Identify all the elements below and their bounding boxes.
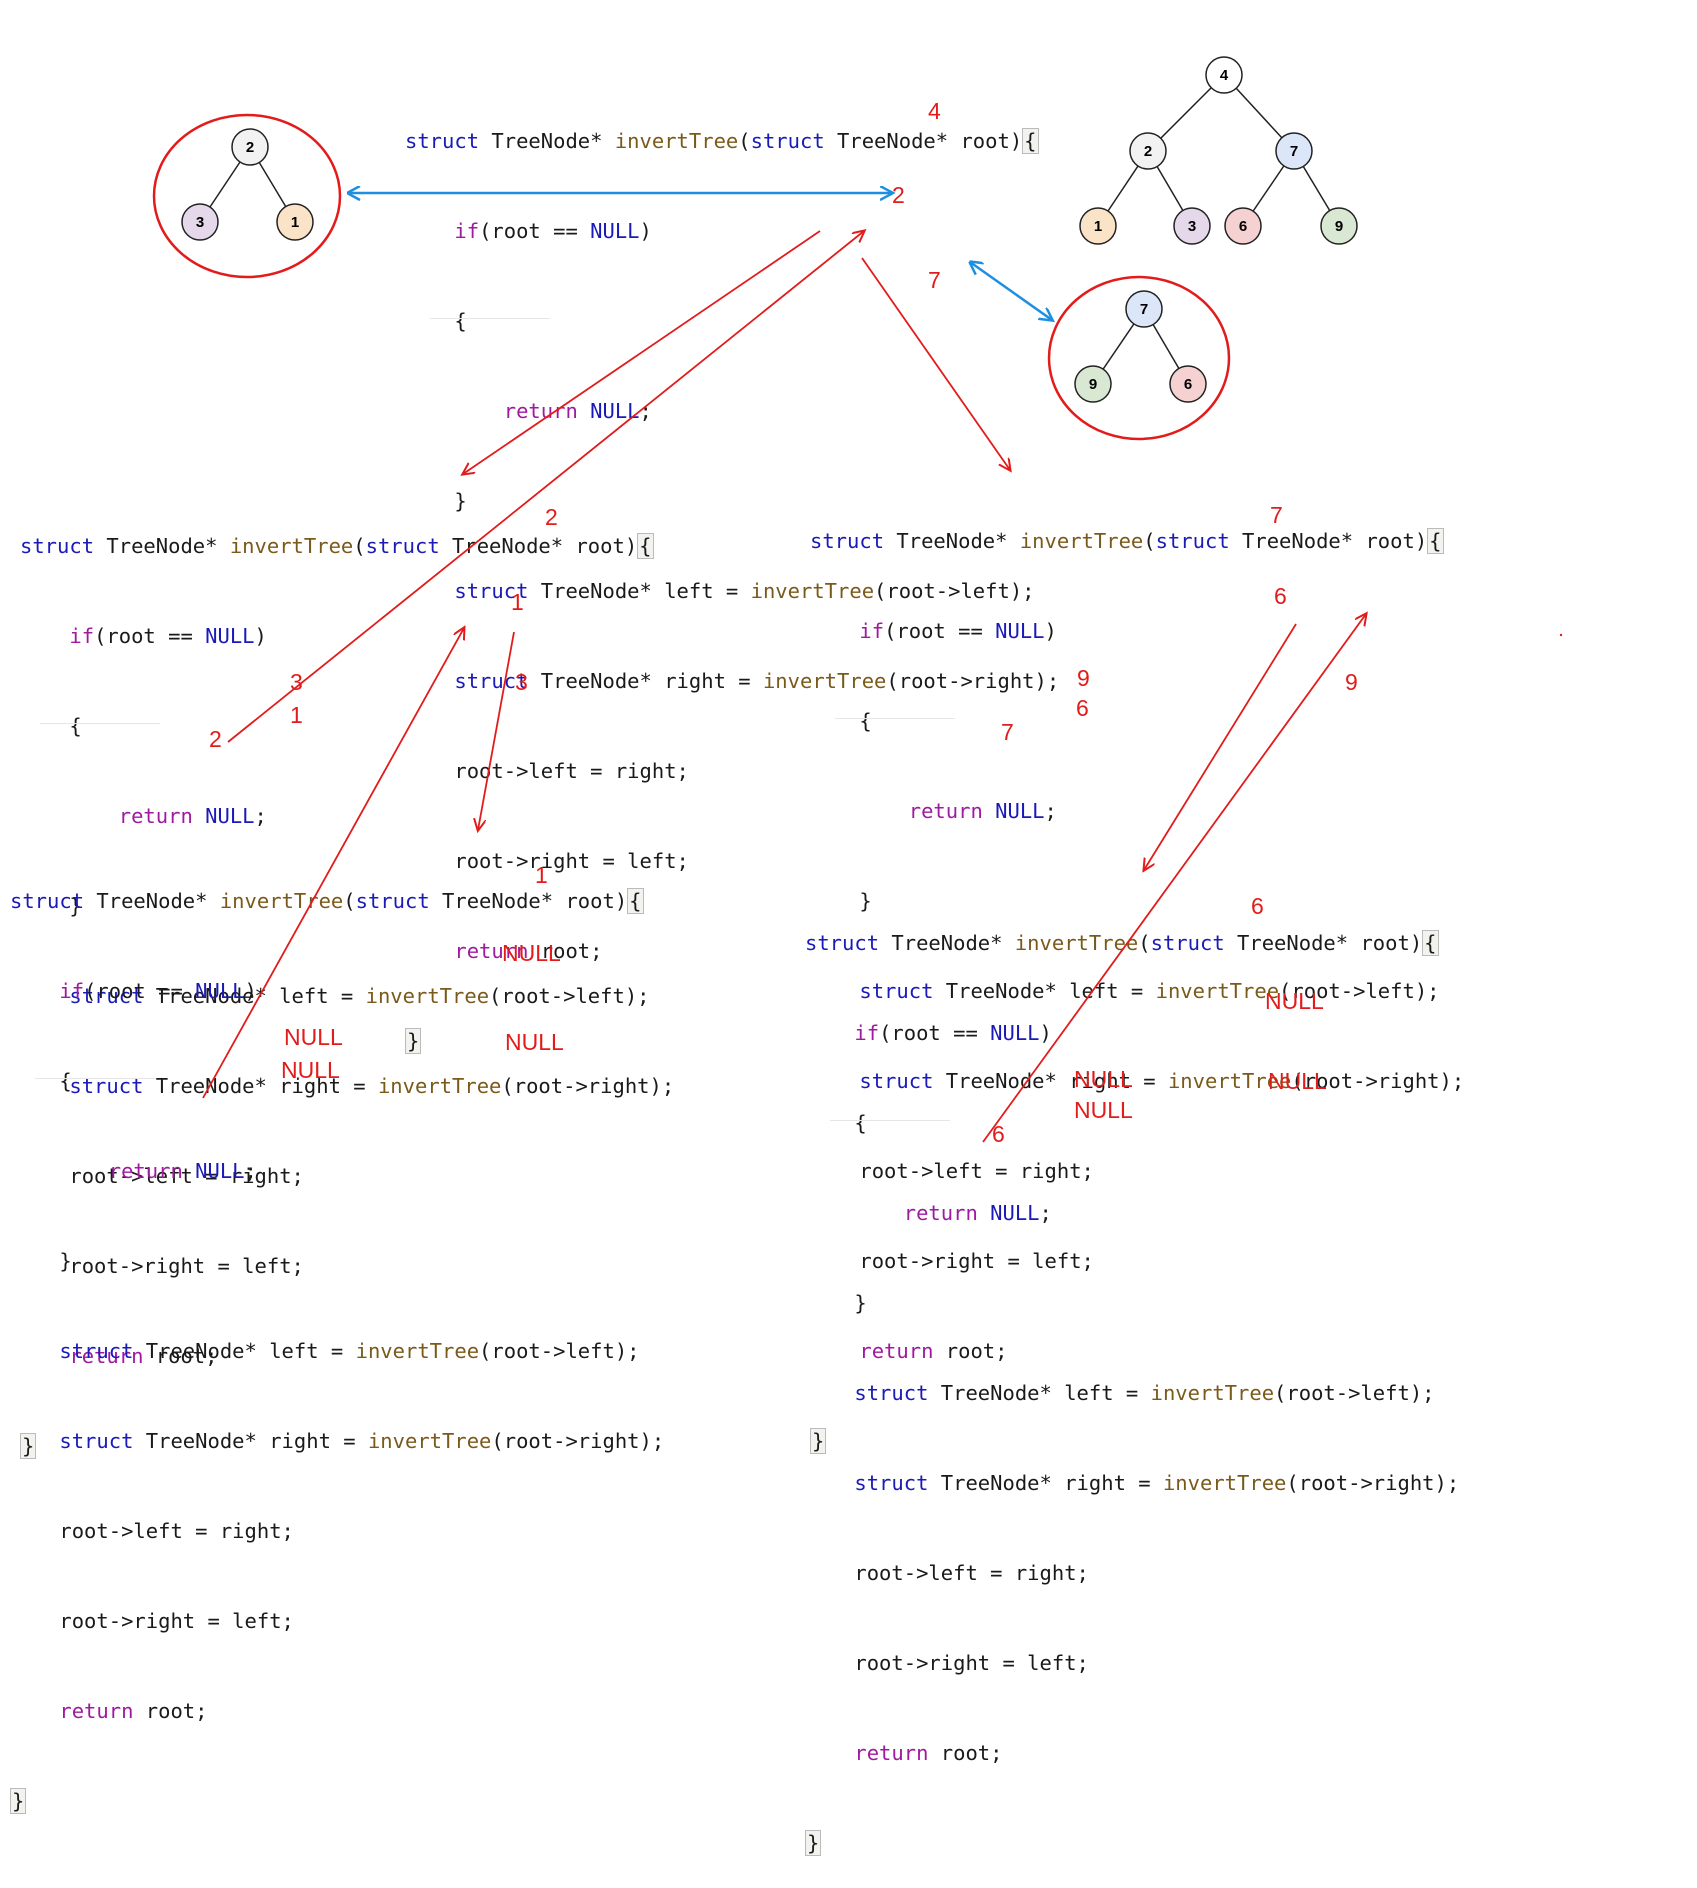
annotation-left-value: 2 — [545, 504, 558, 530]
annotation-br-right-return: NULL — [1268, 1068, 1327, 1094]
annotation-br-assign-left: NULL — [1074, 1066, 1133, 1092]
code-block-main: struct TreeNode* invertTree(struct TreeN… — [405, 128, 1060, 1054]
annotation-right-value: 7 — [1270, 502, 1283, 528]
red-arrow-call-bottom-left — [478, 631, 515, 830]
annotation-main-right-return: 7 — [928, 267, 941, 293]
svg-text:3: 3 — [1188, 218, 1196, 235]
tree-node-3: 3 — [1173, 207, 1211, 245]
svg-text:6: 6 — [1184, 376, 1192, 393]
separator — [835, 718, 955, 719]
red-arrow-call-right — [861, 257, 1010, 470]
left-result-circle — [152, 113, 342, 279]
right-result-node-7: 7 — [1125, 290, 1163, 328]
annotation-bl-assign-right: NULL — [281, 1057, 340, 1083]
separator — [40, 723, 160, 724]
red-arrow-return-bottom-left — [202, 628, 464, 1099]
tree-node-1: 1 — [1079, 207, 1117, 245]
red-arrow-call-left — [463, 230, 821, 474]
tree-node-9: 9 — [1320, 207, 1358, 245]
tree-node-7: 7 — [1275, 132, 1313, 170]
svg-text:4: 4 — [1220, 67, 1229, 84]
left-result-node-1: 1 — [276, 203, 314, 241]
annotation-left-assign-left: 3 — [290, 669, 303, 695]
annotation-left-return: 2 — [209, 726, 222, 752]
red-arrow-return-left — [227, 231, 864, 743]
svg-text:3: 3 — [196, 214, 204, 231]
red-arrow-call-bottom-right — [1144, 623, 1297, 870]
annotation-br-left-return: NULL — [1265, 988, 1324, 1014]
red-arrow-return-bottom-right — [982, 614, 1366, 1143]
annotation-right-assign-right: 6 — [1076, 695, 1089, 721]
svg-text:7: 7 — [1140, 301, 1148, 318]
diagram-overlay: 4 2 7 1 3 6 9 2 3 1 7 9 6 — [152, 56, 1563, 1143]
annotation-right-return: 7 — [1001, 719, 1014, 745]
annotation-left-right-return: 3 — [515, 669, 528, 695]
right-result-node-6: 6 — [1169, 365, 1207, 403]
annotation-bl-right-return: NULL — [505, 1029, 564, 1055]
blue-arrow-right-result — [970, 262, 1052, 320]
tree-node-4: 4 — [1205, 56, 1243, 94]
svg-text:6: 6 — [1239, 218, 1247, 235]
annotation-br-assign-right: NULL — [1074, 1097, 1133, 1123]
svg-text:9: 9 — [1335, 218, 1343, 235]
right-result-circle — [1047, 275, 1231, 441]
separator — [430, 318, 550, 319]
svg-text:1: 1 — [1094, 218, 1102, 235]
separator — [35, 1078, 155, 1079]
tree-node-6: 6 — [1224, 207, 1262, 245]
annotation-main-value: 4 — [928, 98, 941, 124]
svg-text:2: 2 — [246, 139, 254, 156]
annotation-br-return: 6 — [992, 1121, 1005, 1147]
tree-node-2: 2 — [1129, 132, 1167, 170]
annotation-right-left-return: 6 — [1274, 583, 1287, 609]
svg-text:7: 7 — [1290, 143, 1298, 160]
kw: struct — [405, 129, 480, 153]
left-result-node-3: 3 — [181, 203, 219, 241]
svg-text:9: 9 — [1089, 376, 1097, 393]
svg-text:1: 1 — [291, 214, 299, 231]
svg-text:2: 2 — [1144, 143, 1152, 160]
left-result-node-2: 2 — [231, 128, 269, 166]
annotation-bl-left-return: NULL — [502, 940, 561, 966]
stray-dot — [1559, 633, 1563, 637]
right-result-node-9: 9 — [1074, 365, 1112, 403]
annotation-bl-value: 1 — [535, 862, 548, 888]
separator — [830, 1120, 950, 1121]
annotation-right-right-return: 9 — [1345, 669, 1358, 695]
annotation-right-assign-left: 9 — [1077, 665, 1090, 691]
annotation-left-assign-right: 1 — [290, 702, 303, 728]
annotation-left-left-return: 1 — [511, 589, 524, 615]
annotation-bl-assign-left: NULL — [284, 1024, 343, 1050]
annotation-br-value: 6 — [1251, 893, 1264, 919]
